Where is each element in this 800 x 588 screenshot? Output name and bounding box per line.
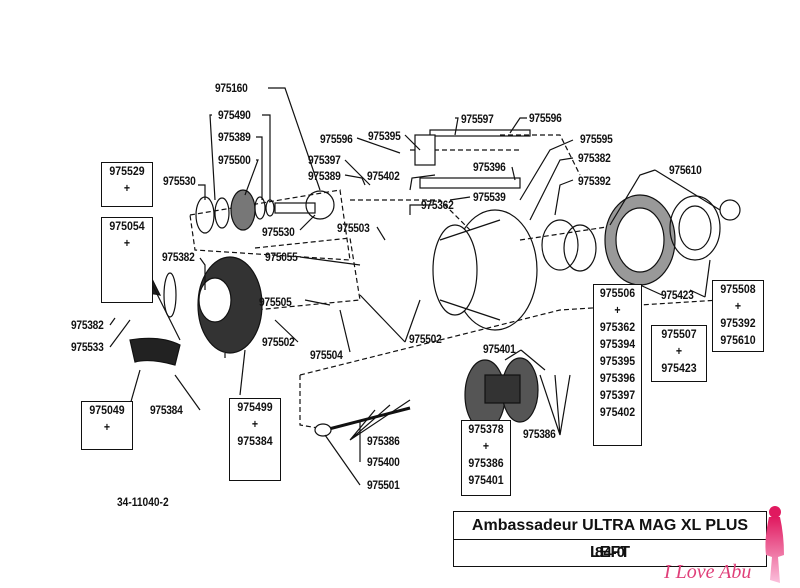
gear-washer — [195, 196, 215, 234]
part-label: 975396 — [473, 160, 506, 174]
kit-plus: + — [103, 420, 111, 434]
part-label: 975401 — [483, 342, 516, 356]
kit-box-975499: 975499 + 975384 — [229, 398, 281, 481]
kit-part-number: 975499 — [237, 400, 273, 414]
kit-box-975529: 975529 + — [101, 162, 153, 207]
kit-part-number: 975392 — [720, 316, 756, 330]
part-label: 975530 — [163, 174, 196, 188]
part-label: 975055 — [265, 250, 298, 264]
part-label: 975504 — [310, 348, 343, 362]
kit-part-number: 975506 — [599, 286, 636, 300]
kit-part-number: 975507 — [661, 327, 697, 341]
kit-plus: + — [614, 303, 621, 317]
kit-plus: + — [675, 344, 683, 358]
part-label: 975395 — [368, 129, 401, 143]
part-label: 975160 — [215, 81, 248, 95]
part-label: 975595 — [580, 132, 613, 146]
watermark-text: I Love Abu — [664, 561, 752, 583]
watermark-figure-icon — [765, 506, 784, 583]
kit-box-975507: 975507 + 975423 — [651, 325, 707, 382]
kit-part-number: 975529 — [109, 164, 145, 178]
handle-knob-lower — [129, 337, 181, 366]
part-label: 975596 — [320, 132, 353, 146]
part-label: 975382 — [578, 151, 611, 165]
kit-plus: + — [123, 236, 131, 250]
part-label: 975386 — [367, 434, 400, 448]
kit-part-number: 975401 — [468, 473, 504, 487]
kit-plus: + — [482, 439, 490, 453]
part-label: 975501 — [367, 478, 400, 492]
part-label: 975530 — [262, 225, 295, 239]
kit-part-number: 975402 — [599, 405, 636, 419]
kit-part-number: 975386 — [468, 456, 504, 470]
leader-lines — [109, 87, 721, 486]
part-label: 975362 — [421, 198, 454, 212]
part-label: 975505 — [259, 295, 292, 309]
part-label: 975533 — [71, 340, 104, 354]
pinion-gear — [305, 190, 335, 220]
levelwind-bar — [429, 129, 531, 137]
part-label: 975389 — [218, 130, 251, 144]
drag-knob — [719, 199, 741, 221]
part-label: 975382 — [71, 318, 104, 332]
model-code: 84-0 — [594, 544, 626, 561]
kit-part-number: 975397 — [599, 388, 636, 402]
kit-box-975506: 975506 + 975362 975394 975395 975396 975… — [593, 284, 642, 446]
kit-part-number: 975423 — [661, 361, 697, 375]
kit-part-number: 975508 — [720, 282, 756, 296]
title-block: Ambassadeur ULTRA MAG XL PLUS LEFT 84-0 — [453, 511, 767, 567]
kit-box-975049: 975049 + — [81, 401, 133, 450]
part-label: 975539 — [473, 190, 506, 204]
kit-part-number: 975395 — [599, 354, 636, 368]
part-label: 975503 — [337, 221, 370, 235]
part-label: 975597 — [461, 112, 494, 126]
main-gear — [230, 189, 256, 231]
part-label: 975400 — [367, 455, 400, 469]
kit-part-number: 975384 — [237, 434, 273, 448]
part-label: 975596 — [529, 111, 562, 125]
kit-part-number: 975054 — [109, 219, 145, 233]
kit-box-975508: 975508 + 975392 975610 — [712, 280, 764, 352]
kit-box-975378: 975378 + 975386 975401 — [461, 420, 511, 496]
part-label: 975500 — [218, 153, 251, 167]
bearing-cap — [541, 219, 579, 271]
part-label: 975402 — [367, 169, 400, 183]
part-label: 975423 — [661, 288, 694, 302]
kit-part-number: 975049 — [89, 403, 125, 417]
part-label: 975386 — [523, 427, 556, 441]
part-label: 975502 — [409, 332, 442, 346]
part-label: 975389 — [308, 169, 341, 183]
model-title: Ambassadeur ULTRA MAG XL PLUS LEFT — [454, 512, 766, 561]
worm-shaft — [419, 177, 521, 189]
part-label: 975490 — [218, 108, 251, 122]
part-label: 975397 — [308, 153, 341, 167]
kit-plus: + — [734, 299, 742, 313]
kit-part-number: 975394 — [599, 337, 636, 351]
part-label: 975610 — [669, 163, 702, 177]
kit-box-975054: 975054 + — [101, 217, 153, 303]
part-label: 975384 — [150, 403, 183, 417]
kit-plus: + — [251, 417, 259, 431]
part-label: 975382 — [162, 250, 195, 264]
kit-part-number: 975610 — [720, 333, 756, 347]
part-label: 975392 — [578, 174, 611, 188]
kit-part-number: 975396 — [599, 371, 636, 385]
drawing-number: 34-11040-2 — [117, 495, 169, 509]
part-label: 975502 — [262, 335, 295, 349]
cover — [669, 195, 721, 261]
kit-plus: + — [123, 181, 131, 195]
kit-part-number: 975362 — [599, 320, 636, 334]
kit-part-number: 975378 — [468, 422, 504, 436]
